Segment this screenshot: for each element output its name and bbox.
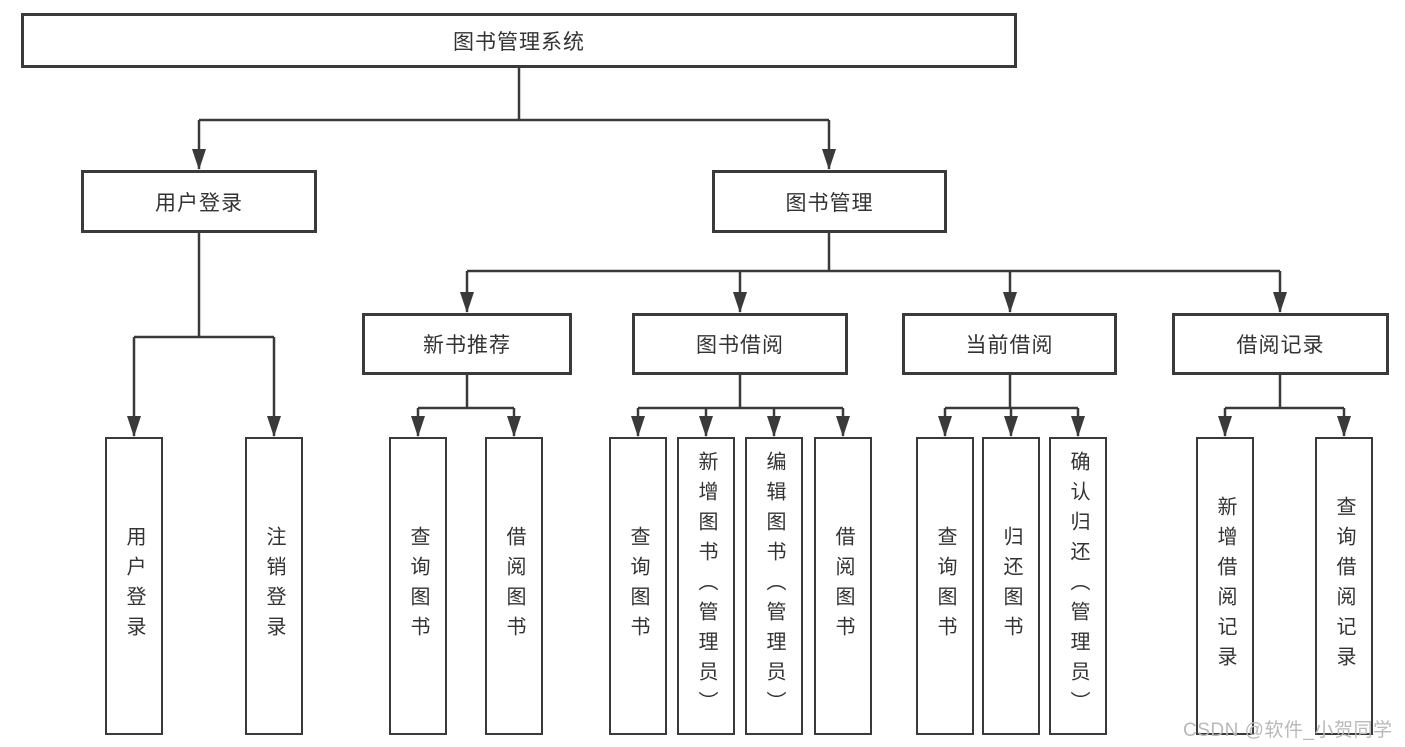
node-current-borrowing: 当前借阅 [902, 313, 1117, 375]
leaf-borrow-books-recommend: 借阅图书 [485, 437, 543, 735]
leaf-query-books-borrowing: 查询图书 [609, 437, 667, 735]
node-borrowing-records: 借阅记录 [1172, 313, 1389, 375]
node-new-book-recommendation: 新书推荐 [362, 313, 572, 375]
leaf-logout: 注销登录 [245, 437, 303, 735]
leaf-borrow-books-borrowing: 借阅图书 [814, 437, 872, 735]
node-label: 用户登录 [155, 191, 243, 215]
leaf-query-books-current: 查询图书 [916, 437, 974, 735]
node-book-borrowing: 图书借阅 [632, 313, 848, 375]
node-label: 图书借阅 [696, 334, 784, 357]
node-label: 图书管理系统 [453, 30, 585, 54]
csdn-watermark: CSDN @软件_小贺同学 [1183, 720, 1393, 741]
leaf-return-books: 归还图书 [982, 437, 1040, 735]
leaf-edit-book-admin: 编辑图书（管理员） [745, 437, 803, 735]
leaf-add-borrow-record: 新增借阅记录 [1196, 437, 1254, 735]
node-label: 当前借阅 [965, 334, 1054, 357]
leaf-user-login: 用户登录 [105, 437, 163, 735]
node-label: 新书推荐 [423, 334, 511, 357]
leaf-add-book-admin: 新增图书（管理员） [677, 437, 735, 735]
node-library-management-system: 图书管理系统 [21, 13, 1017, 68]
node-label: 借阅记录 [1236, 334, 1325, 357]
node-user-login: 用户登录 [81, 170, 317, 233]
node-book-management: 图书管理 [712, 170, 947, 233]
node-label: 图书管理 [785, 191, 874, 215]
leaf-confirm-return-admin: 确认归还（管理员） [1049, 437, 1107, 735]
leaf-query-books-recommend: 查询图书 [389, 437, 447, 735]
leaf-query-borrow-record: 查询借阅记录 [1315, 437, 1373, 735]
